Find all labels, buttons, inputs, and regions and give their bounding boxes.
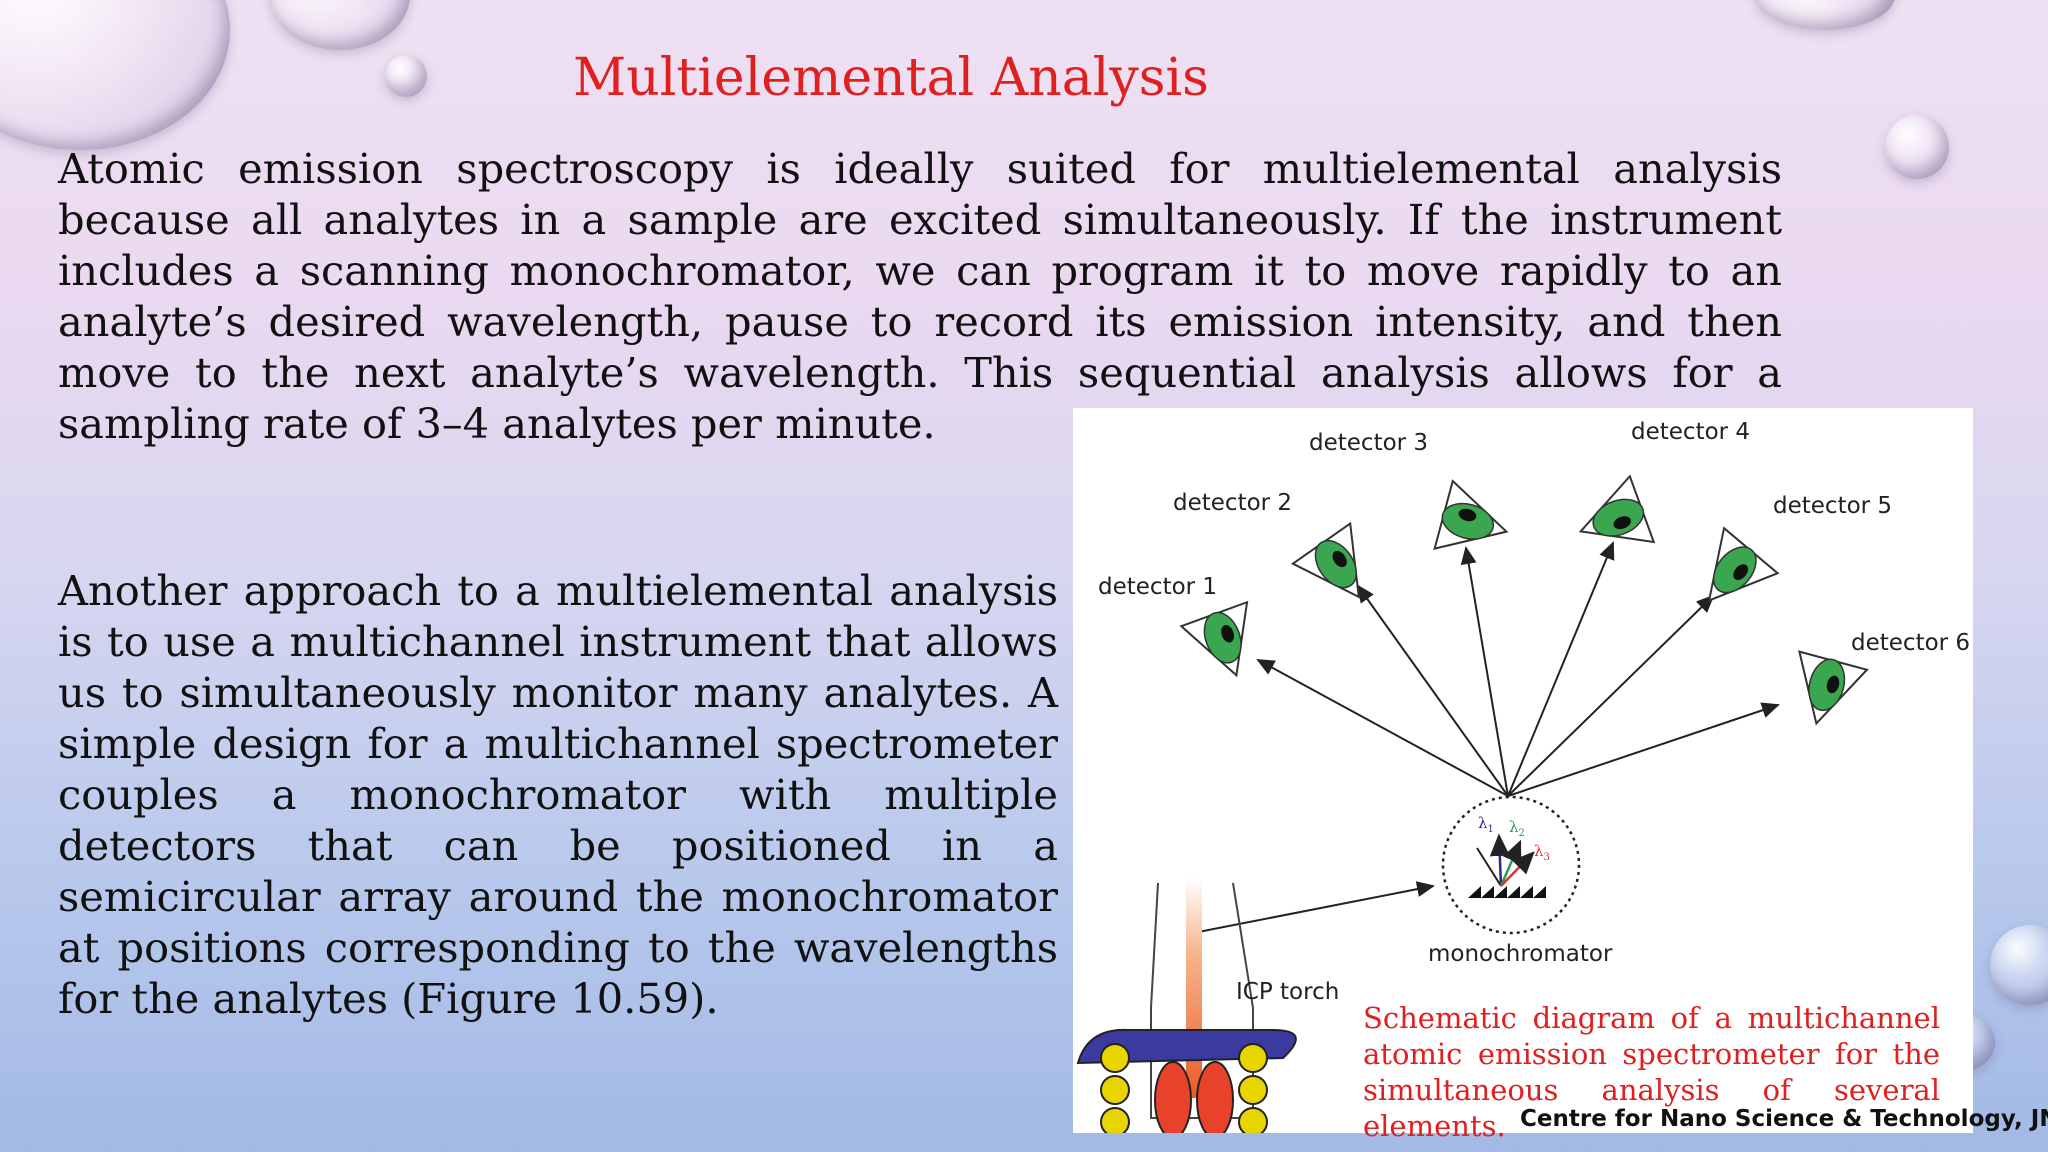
caption-line: atomic emission spectrometer for the <box>1363 1037 1940 1071</box>
droplet-decoration <box>385 55 427 97</box>
icp-torch-label: ICP torch <box>1236 979 1339 1005</box>
detector-eye-icon <box>1578 474 1656 544</box>
detector-label: detector 6 <box>1851 630 1970 656</box>
icp-torch-illustration <box>1076 878 1297 1133</box>
droplet-decoration <box>1990 925 2048 1005</box>
lambda-2-label: λ2 <box>1509 818 1525 839</box>
figure-caption: Schematic diagram of a multichannel atom… <box>1363 1000 1940 1144</box>
footer-text: Centre for Nano Science & Technology, JN… <box>1520 1106 2048 1132</box>
detector-label: detector 3 <box>1309 430 1428 456</box>
detector-label: detector 5 <box>1773 493 1892 519</box>
spectrometer-figure: detector 1 detector 2 detector 3 detecto… <box>1073 408 1973 1133</box>
droplet-decoration <box>1755 0 1895 30</box>
detector-eye-icon <box>1290 521 1361 599</box>
caption-line: simultaneous analysis of several element… <box>1363 1073 1940 1143</box>
detector-label: detector 1 <box>1098 574 1217 600</box>
lambda-1-label: λ1 <box>1478 814 1494 835</box>
detector-eye-icon <box>1433 479 1509 550</box>
droplet-decoration <box>270 0 410 50</box>
paragraph-multichannel-analysis: Another approach to a multielemental ana… <box>58 566 1058 1023</box>
detector-label: detector 4 <box>1631 419 1750 445</box>
droplet-decoration <box>0 0 230 150</box>
light-ray-arrows <box>1256 541 1780 797</box>
slide-title: Multielemental Analysis <box>573 48 1209 108</box>
detector-eye-icon <box>1707 526 1780 603</box>
droplet-decoration <box>1885 115 1949 179</box>
detector-label: detector 2 <box>1173 490 1292 516</box>
paragraph-sequential-analysis: Atomic emission spectroscopy is ideally … <box>58 144 1782 448</box>
detector-eye-icon <box>1798 650 1869 726</box>
caption-line: Schematic diagram of a multichannel <box>1363 1001 1940 1035</box>
monochromator-grating: λ1 λ2 λ3 <box>1441 795 1581 935</box>
monochromator-label: monochromator <box>1428 941 1613 967</box>
detector-eye-icon <box>1179 600 1249 678</box>
lambda-3-label: λ3 <box>1534 842 1550 863</box>
torch-to-monochromator-arrow <box>1192 881 1435 934</box>
